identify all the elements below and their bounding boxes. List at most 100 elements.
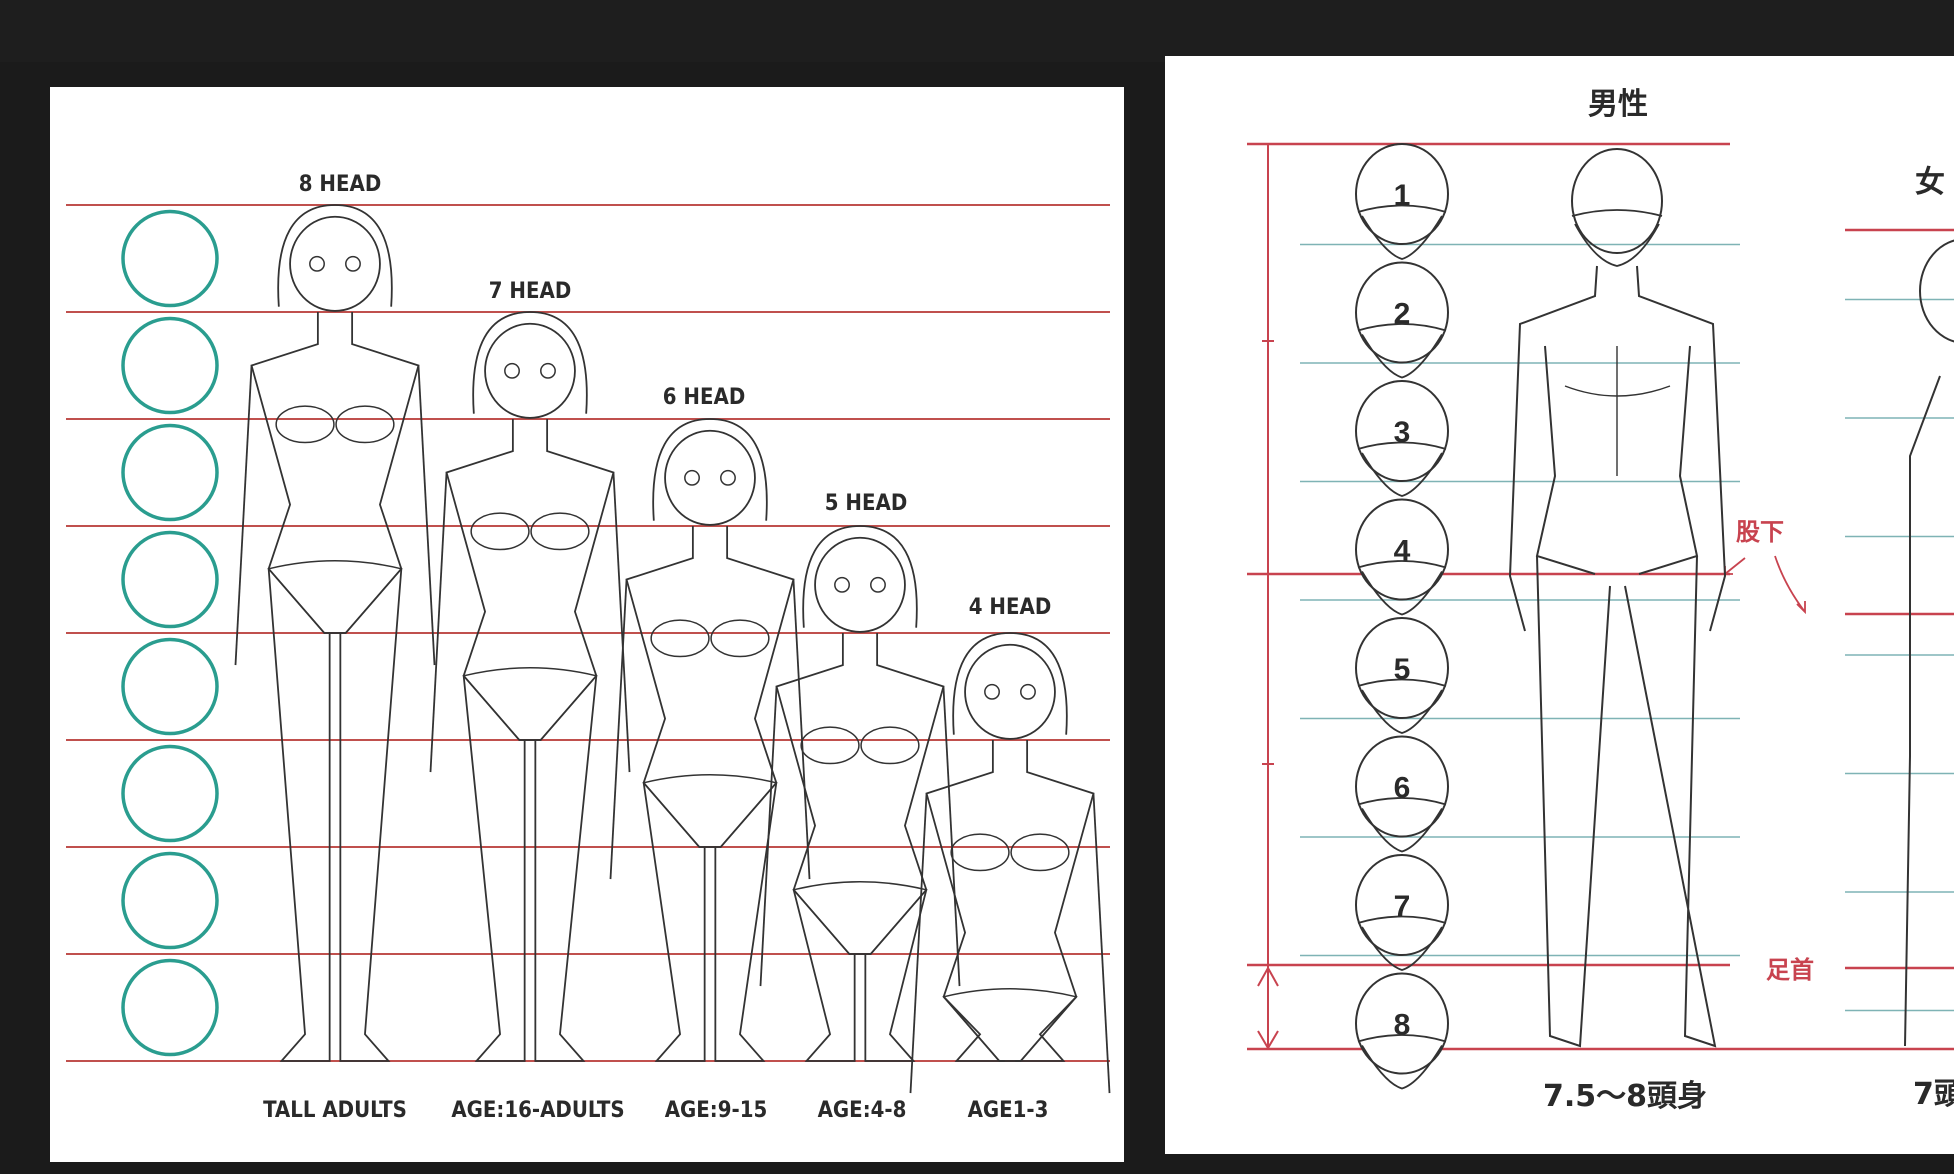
torso-outline: [252, 312, 419, 633]
leg-outline: [715, 783, 776, 1061]
eye-outline: [310, 257, 324, 271]
figure-outlines: [235, 205, 1109, 1093]
bottom-outline: [269, 561, 402, 633]
crotch-arrow: [1725, 558, 1745, 574]
head-count-label: 6 HEAD: [663, 385, 746, 410]
head-outline: [665, 431, 755, 525]
leg-outline: [1015, 997, 1076, 1061]
bottom-outline: [644, 775, 777, 847]
arm-outline: [235, 366, 251, 666]
head-outline: [290, 217, 380, 311]
top-outline: [651, 620, 709, 656]
head-proportion-chart-japanese: 12345678 男性 女 股下 足首 7.5〜8頭身 7頭: [1165, 56, 1954, 1154]
head-unit-circle: [123, 747, 217, 841]
figure-outlines: [1510, 149, 1954, 1046]
leg-outline: [794, 890, 855, 1061]
age-group-label: AGE:16-ADULTS: [451, 1098, 624, 1123]
eye-outline: [1021, 685, 1035, 699]
left-chart-canvas: 8 HEAD 7 HEAD 6 HEAD 5 HEAD 4 HEAD TALL …: [50, 87, 1124, 1162]
crotch-label: 股下: [1736, 518, 1784, 546]
head-number: 1: [1394, 179, 1411, 212]
arm-outline: [613, 473, 629, 773]
head-unit-circle: [123, 319, 217, 413]
age-group-label: AGE:4-8: [818, 1098, 907, 1123]
head-unit-circle: [123, 961, 217, 1055]
head-outline: [485, 324, 575, 418]
female-body-outline: [1905, 376, 1940, 1046]
age-group-label: AGE:9-15: [665, 1098, 768, 1123]
age-group-label: TALL ADULTS: [263, 1098, 407, 1123]
head-unit-circle: [123, 533, 217, 627]
head-count-label: 7 HEAD: [489, 279, 572, 304]
top-outline: [861, 727, 919, 763]
hair-outline: [653, 419, 767, 521]
eye-outline: [835, 578, 849, 592]
head-outline: [815, 538, 905, 632]
head-number: 2: [1394, 298, 1411, 331]
arm-outline: [760, 687, 776, 987]
bottom-outline: [944, 989, 1077, 1061]
arm-outline: [610, 580, 626, 880]
head-unit-circle: [123, 854, 217, 948]
eye-outline: [541, 364, 555, 378]
head-count-label: 4 HEAD: [969, 595, 1052, 620]
head-unit-circle: [123, 426, 217, 520]
hair-outline: [953, 633, 1067, 735]
guide-lines: [1247, 144, 1954, 1049]
head-unit-circle: [123, 640, 217, 734]
top-outline: [801, 727, 859, 763]
female-title: 女: [1915, 165, 1945, 200]
female-head-outline: [1920, 239, 1954, 343]
hair-outline: [278, 205, 392, 307]
top-outline: [711, 620, 769, 656]
top-outline: [336, 406, 394, 442]
leg-outline: [464, 676, 525, 1061]
crotch-arrow: [1775, 556, 1805, 612]
head-number: 4: [1394, 535, 1411, 568]
leg-outline: [535, 676, 596, 1061]
top-outline: [276, 406, 334, 442]
arm-outline: [793, 580, 809, 880]
arm-outline: [943, 687, 959, 987]
head-unit-circle: [123, 212, 217, 306]
male-proportion-caption: 7.5〜8頭身: [1543, 1079, 1707, 1114]
torso-outline: [777, 633, 944, 954]
male-chest-lines: [1565, 346, 1670, 476]
male-legs-outline: [1537, 556, 1715, 1046]
eye-outline: [505, 364, 519, 378]
hair-outline: [803, 526, 917, 628]
head-number: 8: [1394, 1009, 1411, 1042]
torso-outline: [927, 740, 1094, 1061]
head-count-label: 8 HEAD: [299, 172, 382, 197]
age-group-label: AGE1-3: [968, 1098, 1049, 1123]
top-outline: [531, 513, 589, 549]
male-head-outline: [1572, 149, 1662, 253]
hair-outline: [473, 312, 587, 414]
head-proportion-chart-english: 8 HEAD 7 HEAD 6 HEAD 5 HEAD 4 HEAD TALL …: [50, 87, 1124, 1162]
leg-outline: [340, 569, 401, 1061]
top-bar: [0, 0, 1954, 62]
right-chart-canvas: 12345678 男性 女 股下 足首 7.5〜8頭身 7頭: [1165, 56, 1954, 1154]
eye-outline: [685, 471, 699, 485]
torso-outline: [447, 419, 614, 740]
bottom-outline: [794, 882, 927, 954]
leg-outline: [644, 783, 705, 1061]
eye-outline: [721, 471, 735, 485]
top-outline: [471, 513, 529, 549]
eye-outline: [871, 578, 885, 592]
head-number: 3: [1394, 416, 1411, 449]
leg-outline: [944, 997, 1005, 1061]
eye-outline: [985, 685, 999, 699]
arm-outline: [1093, 794, 1109, 1094]
head-number: 5: [1394, 653, 1411, 686]
head-number: 6: [1394, 772, 1411, 805]
arm-outline: [418, 366, 434, 666]
female-proportion-caption: 7頭: [1913, 1077, 1954, 1112]
top-outline: [951, 834, 1009, 870]
male-title: 男性: [1588, 87, 1648, 122]
head-outline: [965, 645, 1055, 739]
head-number: 7: [1394, 890, 1411, 923]
top-outline: [1011, 834, 1069, 870]
torso-outline: [627, 526, 794, 847]
head-number-column: 1 2 3 4 5 6 7 8: [1356, 144, 1448, 1089]
